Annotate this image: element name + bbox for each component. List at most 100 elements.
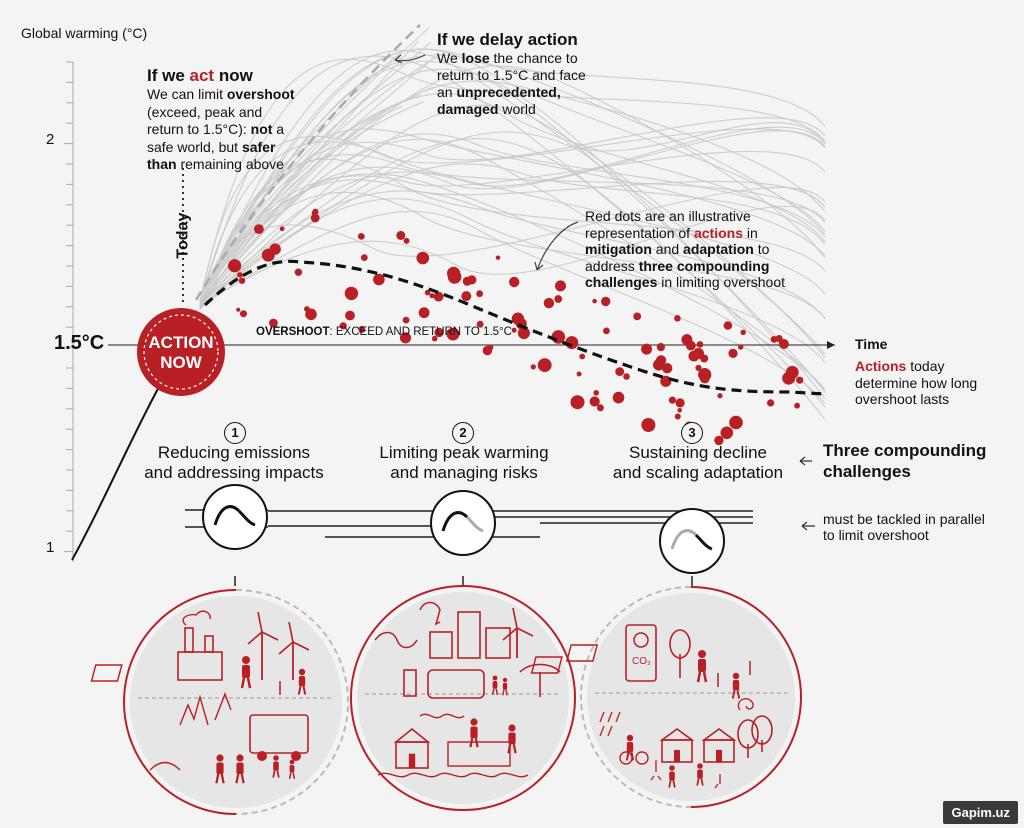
three-challenges-line1: Three compounding xyxy=(823,441,987,460)
scenario-line xyxy=(199,42,431,301)
bubble-arc-right xyxy=(690,586,802,808)
building xyxy=(429,631,453,659)
co2-label: CO₂ xyxy=(632,656,651,667)
solar-panel xyxy=(565,644,599,662)
person-body xyxy=(242,665,250,678)
person-leg xyxy=(696,671,702,683)
action-dot xyxy=(476,320,484,328)
person-leg xyxy=(220,773,225,784)
action-dot xyxy=(794,402,800,409)
person-body xyxy=(502,682,508,690)
action-dot xyxy=(579,353,586,360)
action-dot xyxy=(723,321,733,330)
person-body xyxy=(697,769,703,779)
person-body xyxy=(626,742,634,753)
scenario-line xyxy=(199,151,826,304)
action-dot xyxy=(698,368,712,382)
action-dot xyxy=(555,280,566,292)
text-run: damaged xyxy=(437,101,499,117)
action-dot xyxy=(537,358,552,372)
parallel-line1: must be tackled in parallel xyxy=(823,511,985,527)
text-run: not xyxy=(250,121,273,137)
person-leg xyxy=(474,737,479,748)
flood-water xyxy=(377,772,529,778)
action-dot xyxy=(269,318,278,328)
icon-curve-rise xyxy=(670,529,698,550)
person-head xyxy=(236,754,244,762)
person-leg xyxy=(297,686,302,695)
illustration-bubble xyxy=(530,586,802,808)
parallel-line2: to limit overshoot xyxy=(823,527,929,543)
burnt-trees xyxy=(179,692,232,726)
action-dot xyxy=(279,226,285,232)
action-dot xyxy=(677,408,682,413)
action-dot xyxy=(509,276,520,288)
action-dot xyxy=(360,254,368,261)
text-run: in xyxy=(742,224,758,241)
scenario-line xyxy=(199,68,826,400)
action-now-text-2: NOW xyxy=(160,353,202,372)
text-run: overshoot lasts xyxy=(855,391,950,407)
scenario-line xyxy=(199,128,826,308)
action-dot xyxy=(656,343,666,352)
action-dot xyxy=(345,310,355,321)
action-dot xyxy=(675,398,685,408)
illustration-bubble xyxy=(350,585,576,811)
text-line: Actions today xyxy=(855,358,977,375)
scenario-line xyxy=(199,80,826,302)
storm-cloud xyxy=(419,601,441,626)
charging-station xyxy=(403,669,417,697)
person-head xyxy=(273,755,279,761)
bicycle-wheel xyxy=(619,751,633,765)
person-head xyxy=(298,668,306,676)
scenario-line xyxy=(199,48,826,307)
action-dot xyxy=(641,418,656,432)
action-dot xyxy=(418,307,430,319)
red-dots-note-arrow xyxy=(536,221,579,271)
person-leg xyxy=(235,773,240,784)
icon-ring xyxy=(430,490,496,556)
peak-curve-icon xyxy=(659,508,725,574)
person-leg xyxy=(502,689,505,696)
scenario-line xyxy=(199,48,826,302)
scenario-line xyxy=(199,205,826,305)
action-dot xyxy=(447,270,462,284)
text-line: mitigation and adaptation to xyxy=(585,241,785,258)
peak-curve-icon xyxy=(202,484,268,550)
act-now-title: If we act now xyxy=(147,66,253,86)
scenario-line xyxy=(199,122,826,307)
text-run: safe world, but xyxy=(147,138,242,155)
bubble-fill xyxy=(130,596,342,808)
person-leg xyxy=(702,671,708,683)
action-dot xyxy=(402,316,410,324)
person-head xyxy=(502,677,508,683)
act-now-title-pre: If we xyxy=(147,66,190,85)
time-label: Time xyxy=(855,336,888,352)
delay-pathway-dashed xyxy=(194,24,421,301)
action-dot xyxy=(796,376,804,384)
person-body xyxy=(298,676,306,687)
action-dot xyxy=(530,364,536,370)
scenario-line xyxy=(199,163,826,302)
text-run: representation of xyxy=(585,224,694,241)
action-dot xyxy=(674,413,681,420)
electric-bus xyxy=(427,669,485,699)
text-run: in limiting overshoot xyxy=(657,274,785,290)
action-dot xyxy=(461,291,472,302)
overshoot-label-bold: OVERSHOOT xyxy=(256,326,330,338)
action-dot xyxy=(633,312,642,321)
action-dot xyxy=(429,293,435,299)
storm-waves xyxy=(374,631,418,649)
text-run: unprecedented, xyxy=(456,84,561,100)
action-dot xyxy=(603,327,610,335)
person-head xyxy=(626,734,634,742)
action-now-text-1: ACTION xyxy=(148,333,214,352)
person-head xyxy=(289,759,295,765)
house-door xyxy=(674,749,680,762)
fan xyxy=(633,632,649,648)
action-dot xyxy=(623,373,630,380)
scenario-line xyxy=(199,50,826,355)
solar-panel xyxy=(90,664,123,682)
